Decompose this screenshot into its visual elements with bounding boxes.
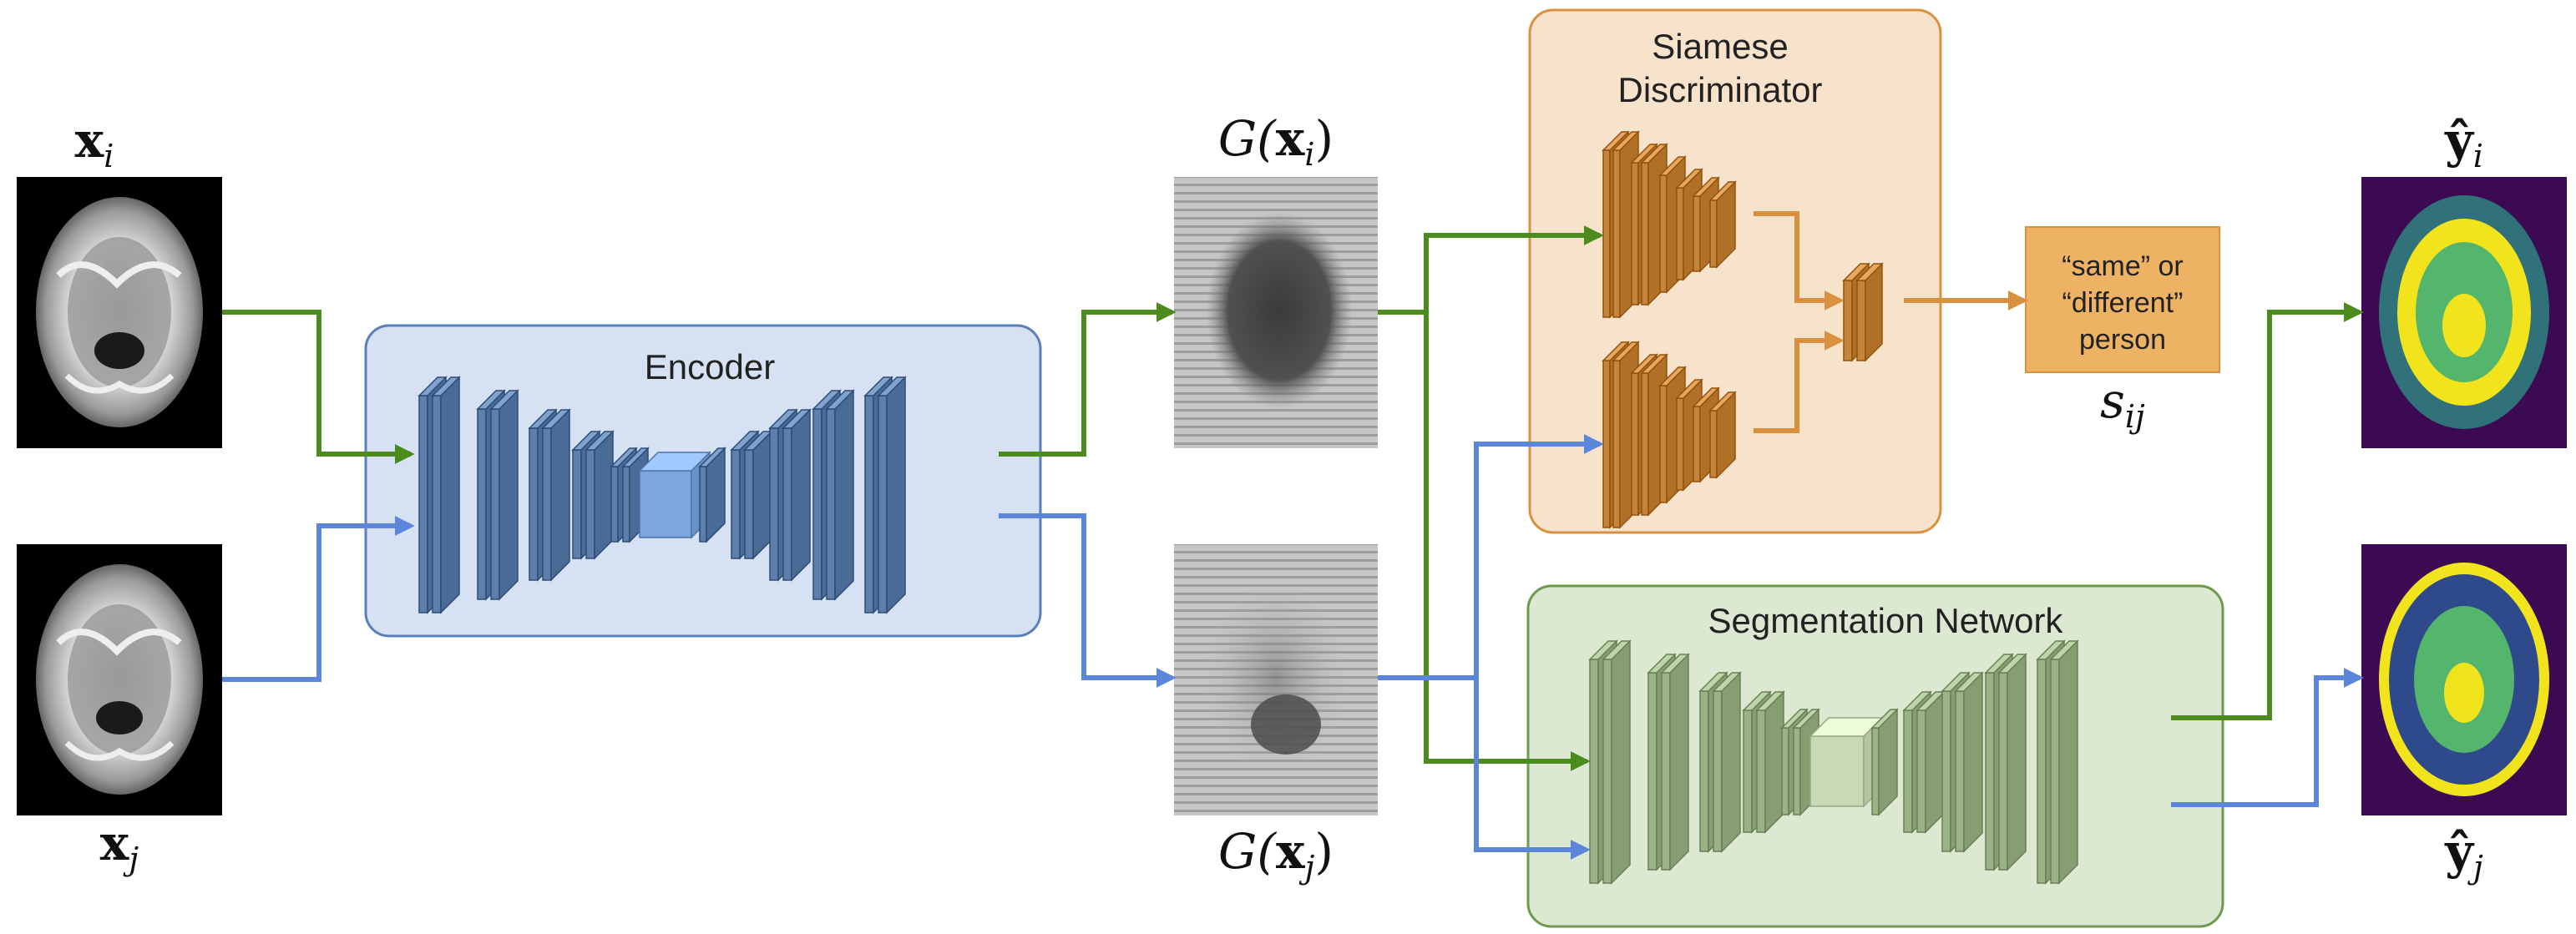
arrow-gi-to-segmentation	[1424, 312, 1591, 771]
segmentation-layer	[1660, 653, 1690, 871]
encoder-layers	[418, 376, 907, 614]
discriminator-top-layer	[1708, 180, 1737, 269]
segmentation-layer	[1916, 690, 1946, 834]
segmentation-layer	[1870, 708, 1899, 816]
siamese-discriminator-module: Siamese Discriminator	[1528, 8, 1942, 534]
label-sij: sij	[2100, 372, 2145, 435]
segmentation-layer	[1997, 653, 2027, 871]
segmentation-layer	[1712, 671, 1742, 853]
arrow-gi-to-discriminator	[1378, 225, 1604, 315]
arrow-encoder-to-gi	[999, 302, 1177, 457]
discriminator-merge-layer	[1855, 262, 1884, 362]
encoder-module: Encoder	[364, 324, 1042, 638]
arrow-segmentation-to-yj	[2171, 668, 2364, 807]
encoder-label: Encoder	[645, 347, 775, 386]
label-xj: xj	[100, 815, 139, 877]
encoder-layer	[698, 447, 726, 543]
segmentation-layer	[1755, 690, 1785, 834]
encoder-layer	[541, 408, 571, 582]
discriminator-label-line2: Discriminator	[1617, 70, 1822, 109]
generated-image-gj	[1174, 544, 1378, 815]
prediction-image-yj	[2361, 544, 2567, 815]
arrow-gj-to-segmentation	[1474, 678, 1591, 860]
output-line3: person	[2079, 324, 2166, 356]
output-line1: “same” or	[2062, 250, 2183, 282]
output-line2: “different”	[2062, 287, 2184, 319]
encoder-layer	[489, 389, 519, 601]
label-yj: ŷj	[2444, 823, 2483, 886]
arrows	[222, 211, 2364, 860]
generated-image-gi	[1174, 177, 1378, 448]
label-gxi: G(xi)	[1218, 110, 1334, 173]
label-yi: ŷi	[2444, 112, 2483, 174]
segmentation-label: Segmentation Network	[1708, 601, 2064, 640]
encoder-layer	[743, 430, 773, 560]
label-xi: xi	[75, 112, 114, 174]
segmentation-bottleneck	[1809, 716, 1884, 808]
discriminator-layers	[1602, 130, 1884, 529]
arrow-xj-to-encoder	[222, 516, 415, 682]
input-image-xi	[17, 177, 222, 448]
prediction-image-yi	[2361, 177, 2567, 448]
discriminator-bottom-layer	[1708, 391, 1737, 479]
segmentation-layer	[2049, 639, 2079, 885]
arrow-disc-bottom-to-merge	[1754, 331, 1845, 433]
encoder-layer	[877, 376, 907, 614]
encoder-layer	[782, 408, 812, 582]
discriminator-label-line1: Siamese	[1652, 27, 1788, 66]
encoder-layer	[585, 430, 615, 560]
input-image-xj	[17, 544, 222, 815]
arrow-disc-top-to-merge	[1754, 211, 1845, 310]
segmentation-network-module: Segmentation Network	[1526, 584, 2224, 928]
segmentation-layer	[1602, 639, 1632, 885]
arrow-encoder-to-gj	[999, 513, 1177, 688]
segmentation-layers	[1588, 639, 2079, 885]
encoder-layer	[431, 376, 461, 614]
encoder-layer	[825, 389, 855, 601]
similarity-output: “same” or “different” person	[2025, 226, 2220, 373]
segmentation-layer	[1954, 671, 1984, 853]
arrow-segmentation-to-yi	[2171, 302, 2364, 720]
arrow-gj-to-discriminator	[1378, 434, 1604, 680]
label-gxj: G(xj)	[1218, 823, 1334, 886]
arrow-xi-to-encoder	[222, 310, 415, 464]
